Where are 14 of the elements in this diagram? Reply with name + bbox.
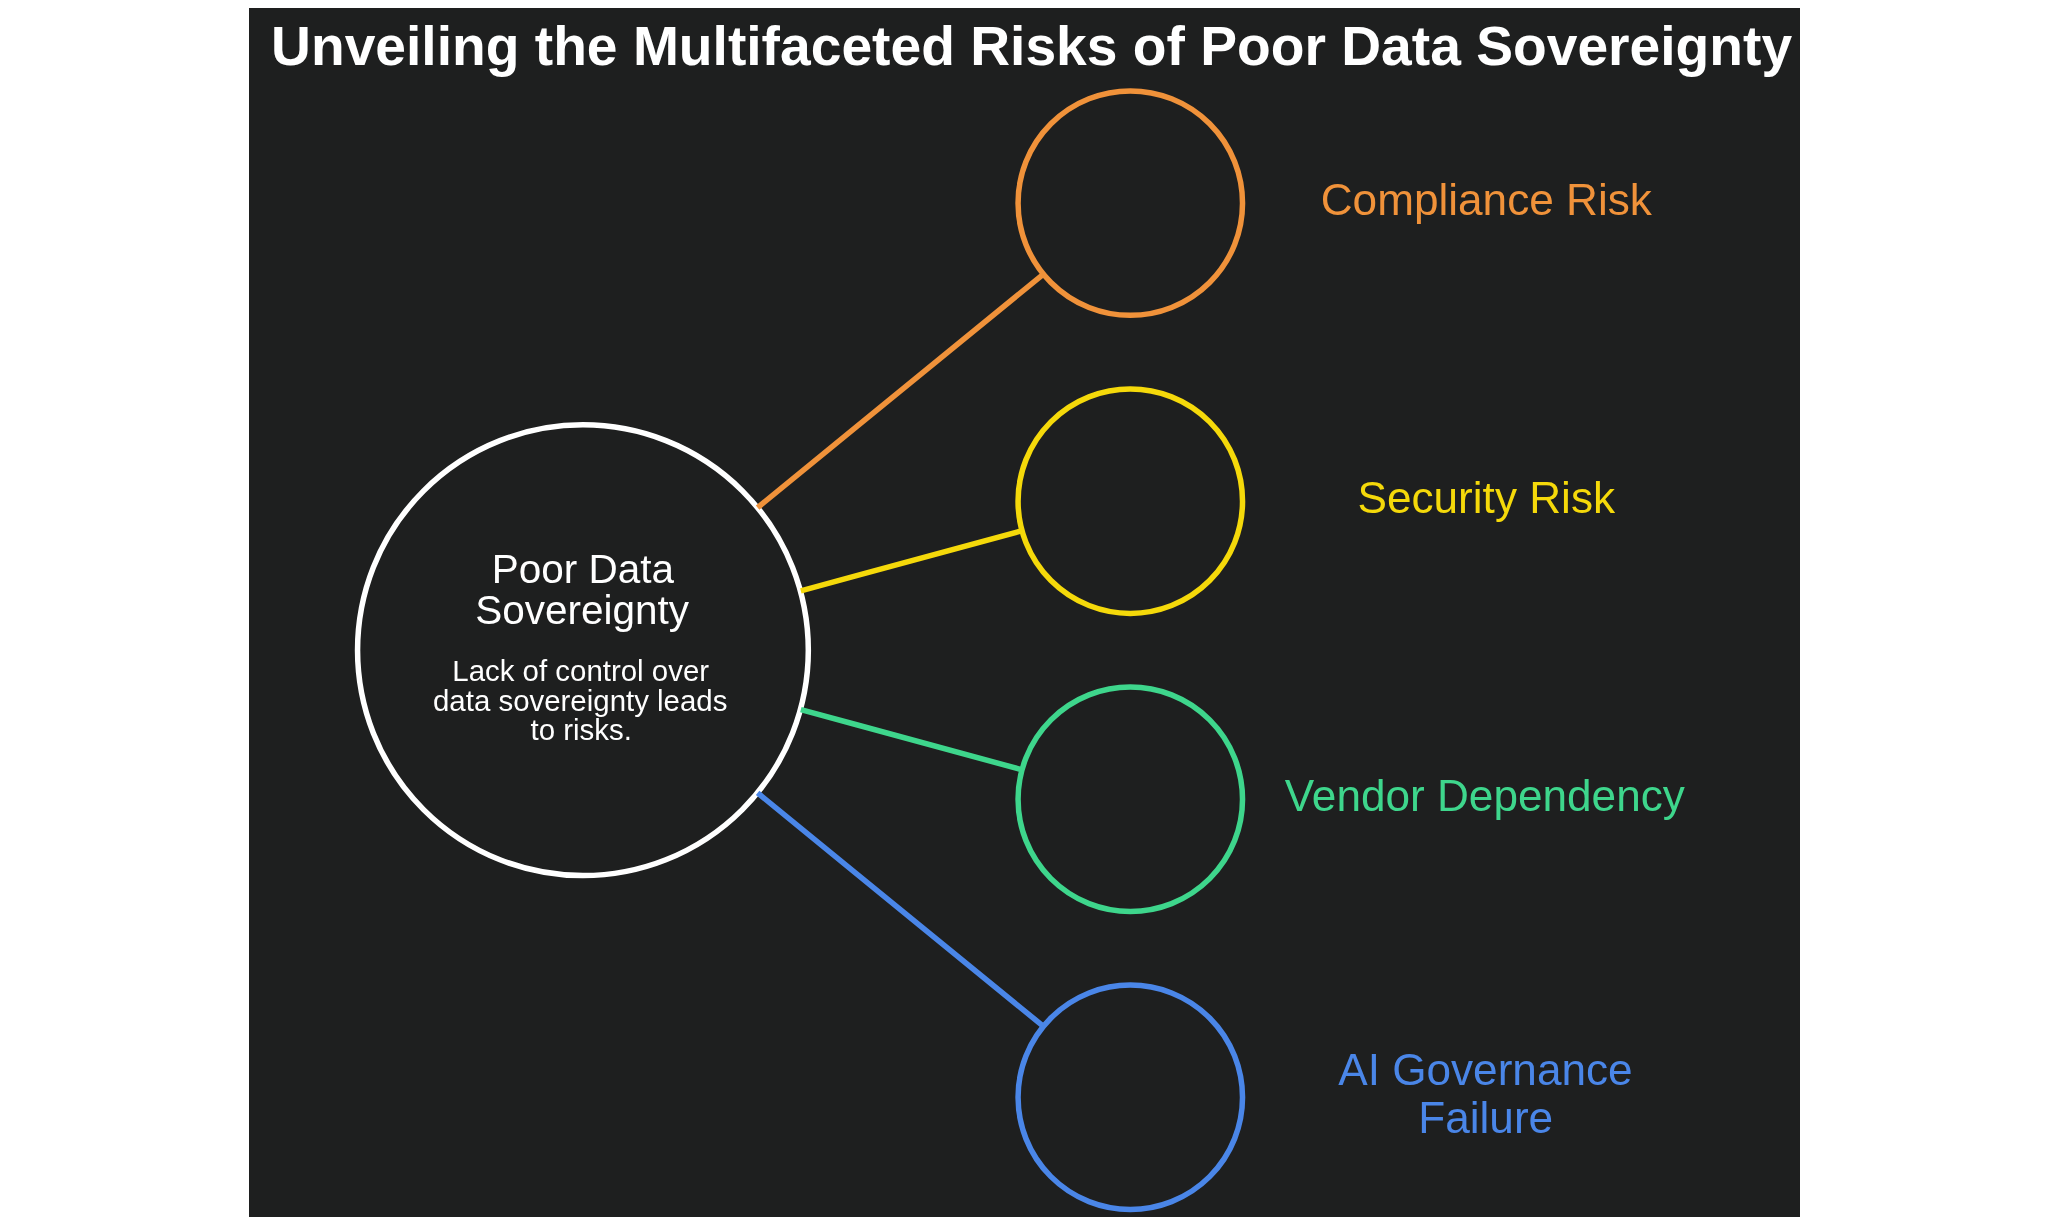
node-circle [1014,684,1245,915]
node-circle [1014,386,1245,617]
node-label: Vendor Dependency [1284,770,1685,820]
connector [799,706,1022,773]
node-label: Compliance Risk [1320,174,1652,224]
connector [755,790,1045,1028]
node-label: AI Governance Failure [1337,1044,1633,1142]
connector [799,528,1022,594]
node-circle [1014,88,1245,319]
connector [755,272,1045,510]
diagram-title: Unveiling the Multifaceted Risks of Poor Data Sovereignty [270,15,1792,78]
node-label: Security Risk [1357,472,1615,522]
node-circle: Poor Data Sovereignty Lack of control over data sovereignty leads to risks. [354,422,811,879]
node-circle [1014,982,1245,1213]
